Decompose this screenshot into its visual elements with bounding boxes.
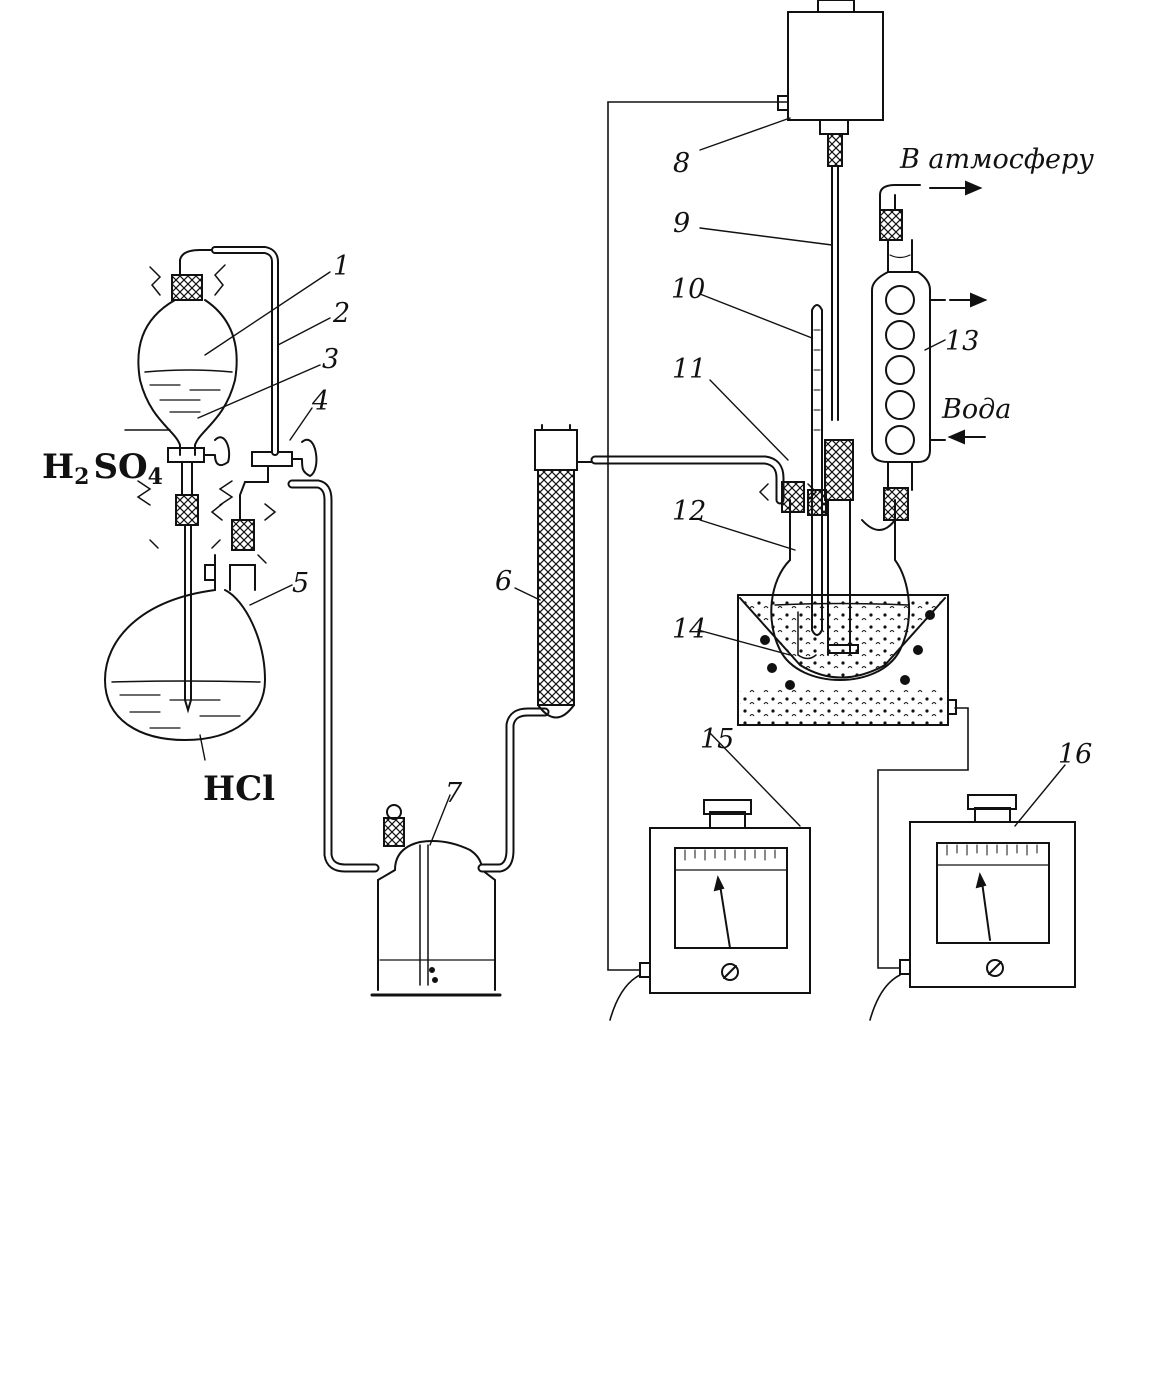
callout-1: 1 (333, 251, 350, 282)
reflux-condenser-13 (871, 184, 946, 491)
stopcock-4 (210, 438, 318, 564)
callout-3: 3 (322, 344, 339, 375)
gas-line-to-6 (477, 707, 550, 873)
callout-14: 14 (672, 614, 706, 645)
leader-lines (124, 117, 1066, 846)
callout-9: 9 (673, 208, 690, 239)
drying-column-6 (534, 424, 601, 719)
callout-numbers: 1 2 3 4 5 6 7 8 9 10 11 12 13 14 15 16 (292, 148, 1092, 809)
callout-12: 12 (672, 496, 706, 527)
to-atmosphere-label: В атмосферу (899, 144, 1094, 175)
thermometer-10 (807, 304, 827, 636)
meter-16 (899, 794, 1076, 988)
callout-13: 13 (945, 326, 979, 357)
equalizing-tube (211, 246, 279, 456)
callout-7: 7 (445, 778, 463, 809)
callout-15: 15 (700, 724, 734, 755)
callout-16: 16 (1058, 739, 1092, 770)
meter-15 (639, 799, 811, 994)
flow-arrows (929, 180, 988, 445)
callout-10: 10 (671, 274, 705, 305)
callout-2: 2 (332, 298, 350, 329)
wash-bottle-7 (370, 804, 502, 997)
hcl-flask (103, 554, 267, 742)
dropping-funnel (136, 249, 238, 714)
callout-6: 6 (495, 566, 512, 597)
hcl-label: HCl (203, 769, 275, 809)
wiring (607, 101, 969, 1021)
inlet-tube-11 (590, 455, 785, 505)
callout-8: 8 (673, 148, 690, 179)
callout-5: 5 (292, 568, 309, 599)
callout-4: 4 (311, 386, 329, 417)
flow-labels: В атмосферу Вода (899, 144, 1094, 425)
gas-line-to-7 (287, 479, 380, 873)
water-label: Вода (941, 394, 1011, 425)
callout-11: 11 (672, 354, 706, 385)
stirrer-motor-8 (777, 0, 884, 421)
cooling-bath-14 (737, 594, 957, 726)
